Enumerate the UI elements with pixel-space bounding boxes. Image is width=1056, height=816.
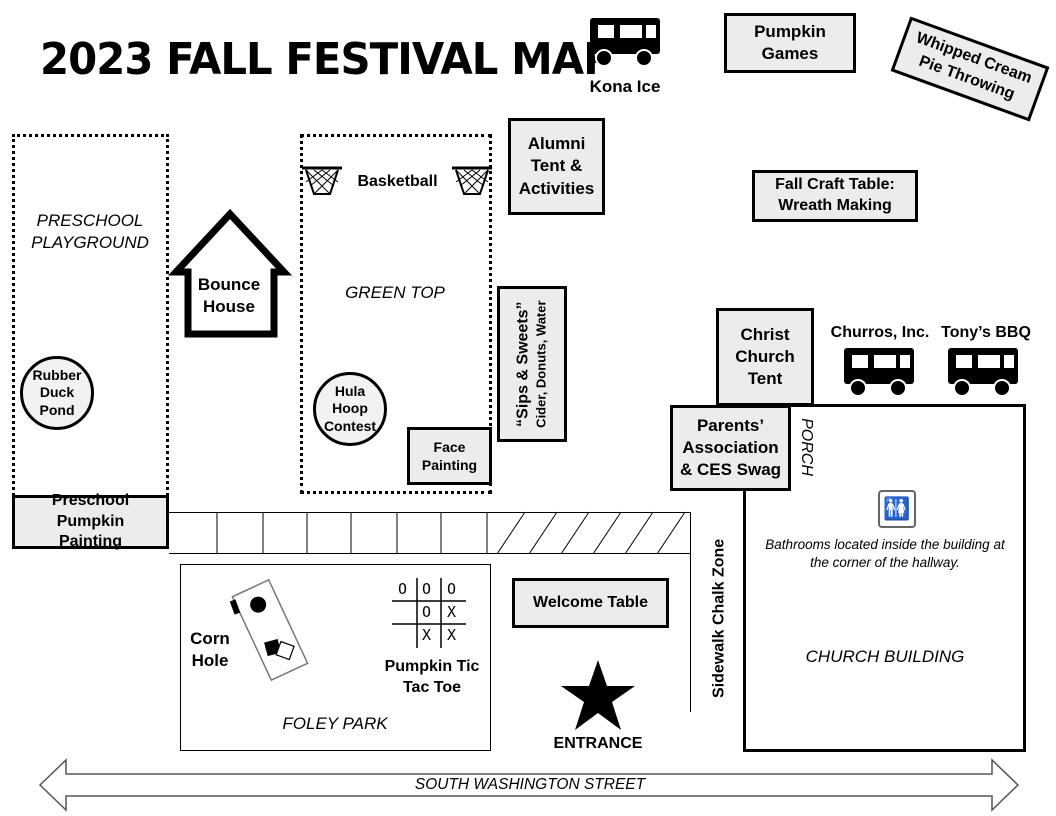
- sidewalk-lines: [216, 511, 686, 555]
- bounce-house-label: Bounce House: [197, 275, 261, 317]
- sips-sweets-items: Cider, Donuts, Water: [533, 300, 549, 428]
- entrance-label: ENTRANCE: [553, 735, 643, 752]
- street-label: SOUTH WASHINGTON STREET: [414, 776, 646, 793]
- christ-church-tent: Christ Church Tent: [716, 308, 814, 406]
- ttt-cell: O: [398, 580, 408, 598]
- bounce-house-icon: [167, 208, 293, 338]
- churros-truck-icon: [844, 348, 914, 397]
- ttt-cell: O: [447, 580, 457, 598]
- kona-ice-label: Kona Ice: [589, 77, 661, 96]
- church-building-label: CHURCH BUILDING: [805, 647, 965, 666]
- kona-ice-truck-icon: [590, 18, 660, 67]
- sips-sweets-title: “Sips & Sweets”: [514, 301, 532, 427]
- bathrooms-note: Bathrooms located inside the building at…: [765, 537, 1005, 571]
- sidewalk-strip: [169, 512, 691, 554]
- foley-park-label: FOLEY PARK: [282, 714, 388, 733]
- tonys-bbq-truck-icon: [948, 348, 1018, 397]
- entrance-star-icon: [561, 660, 635, 730]
- corn-hole-board-icon: [229, 578, 309, 682]
- fall-craft-station: Fall Craft Table: Wreath Making: [752, 170, 918, 222]
- porch-label: PORCH: [798, 418, 815, 476]
- ttt-cell: O: [422, 580, 432, 598]
- rubber-duck-pond: Rubber Duck Pond: [20, 356, 94, 430]
- welcome-table: Welcome Table: [512, 578, 669, 628]
- preschool-playground-label: PRESCHOOL PLAYGROUND: [31, 211, 149, 253]
- green-top-area: [300, 134, 492, 494]
- ttt-cell: X: [447, 626, 457, 644]
- street-arrow: [38, 758, 1020, 812]
- preschool-pumpkin-painting: Preschool Pumpkin Painting: [12, 492, 169, 550]
- basketball-hoop-icon: [452, 166, 492, 195]
- churros-label: Churros, Inc.: [830, 324, 930, 341]
- foley-park-area: [180, 564, 491, 751]
- ttt-cell: X: [422, 626, 432, 644]
- tic-tac-toe-grid: [392, 578, 466, 648]
- sidewalk-chalk-label: Sidewalk Chalk Zone: [710, 538, 728, 698]
- church-building: [743, 404, 1026, 752]
- parents-association-station: Parents’ Association & CES Swag: [670, 405, 791, 491]
- whipped-cream-station: Whipped Cream Pie Throwing: [890, 16, 1050, 122]
- pumpkin-ttt-label: Pumpkin Tic Tac Toe: [384, 658, 480, 696]
- alumni-tent-station: Alumni Tent & Activities: [508, 118, 605, 215]
- preschool-playground-area: [12, 134, 169, 514]
- ttt-cell: X: [447, 603, 457, 621]
- pumpkin-games-station: Pumpkin Games: [724, 13, 856, 73]
- tonys-bbq-label: Tony’s BBQ: [941, 324, 1031, 341]
- map-title: 2023 FALL FESTIVAL MAP: [40, 34, 614, 85]
- face-painting-station: Face Painting: [407, 427, 492, 485]
- green-top-label: GREEN TOP: [345, 283, 445, 302]
- sips-sweets-station: “Sips & Sweets” Cider, Donuts, Water: [497, 286, 567, 442]
- restroom-icon: 🚻: [878, 490, 916, 528]
- hula-hoop-contest: Hula Hoop Contest: [313, 372, 387, 446]
- ttt-cell: O: [422, 603, 432, 621]
- basketball-hoop-icon: [302, 166, 342, 195]
- sidewalk-divider: [690, 512, 691, 712]
- corn-hole-label: Corn Hole: [190, 629, 230, 671]
- basketball-label: Basketball: [357, 173, 438, 190]
